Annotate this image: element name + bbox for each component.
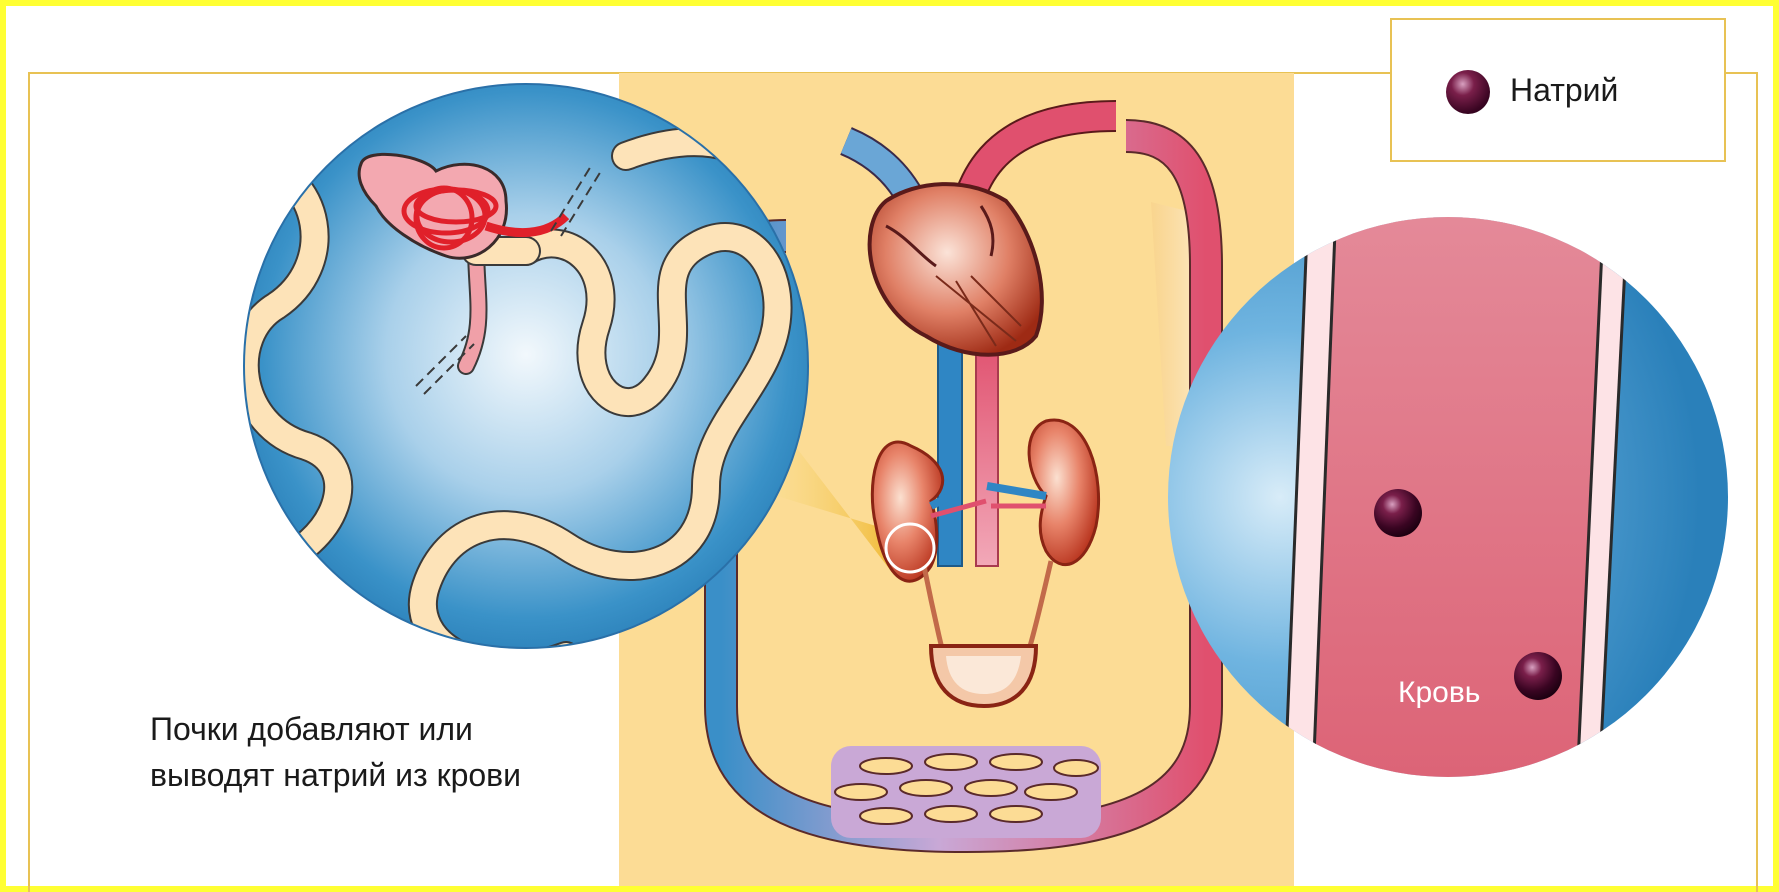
inferior-vena-cava: [938, 336, 962, 566]
blood-vessel-magnified-view: [1168, 206, 1728, 806]
caption-line-2: выводят натрий из крови: [150, 752, 521, 798]
legend-box: Натрий: [1390, 18, 1726, 162]
blood-label: Кровь: [1398, 676, 1480, 710]
legend-sodium-label: Натрий: [1510, 72, 1618, 109]
sodium-legend-icon: [1446, 70, 1490, 114]
sodium-particle: [1374, 489, 1422, 537]
diagram-stage: Натрий Почки добавляют или выводят натри…: [6, 6, 1773, 886]
caption-line-1: Почки добавляют или: [150, 706, 521, 752]
descending-aorta: [976, 336, 998, 566]
heart: [870, 184, 1042, 355]
capillary-network: [831, 746, 1101, 838]
sodium-particle: [1514, 652, 1562, 700]
diagram-caption: Почки добавляют или выводят натрий из кр…: [150, 706, 521, 798]
